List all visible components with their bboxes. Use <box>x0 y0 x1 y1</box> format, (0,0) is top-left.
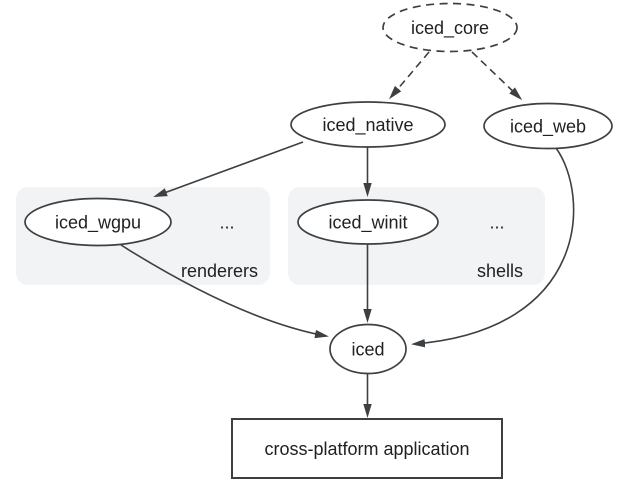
node-iced-wgpu-label: iced_wgpu <box>55 213 141 234</box>
group-shells-ellipsis: ... <box>489 213 504 233</box>
node-iced-label: iced <box>351 340 384 360</box>
edge-iced-core-to-iced-web <box>471 51 523 101</box>
node-iced-web-label: iced_web <box>510 117 586 138</box>
node-iced <box>329 323 407 375</box>
group-shells-label: shells <box>477 261 523 281</box>
node-iced-native-label: iced_native <box>322 115 413 136</box>
node-iced-winit-label: iced_winit <box>328 213 407 234</box>
node-iced-core-label: iced_core <box>411 18 489 39</box>
node-iced-winit <box>297 199 439 245</box>
edge-iced-wgpu-to-iced <box>120 244 329 339</box>
edge-iced-core-to-iced-native <box>389 51 430 100</box>
edge-iced-web-to-iced <box>411 147 575 348</box>
node-iced-native <box>290 101 446 148</box>
node-application-box <box>231 418 503 479</box>
node-iced-wgpu <box>24 197 172 247</box>
node-iced-core <box>382 2 518 53</box>
group-renderers-label: renderers <box>181 261 258 281</box>
node-application-label: cross-platform application <box>264 439 469 459</box>
edge-iced-native-to-iced-wgpu <box>153 141 304 198</box>
node-iced-web <box>483 102 613 150</box>
group-renderers-ellipsis: ... <box>219 213 234 233</box>
